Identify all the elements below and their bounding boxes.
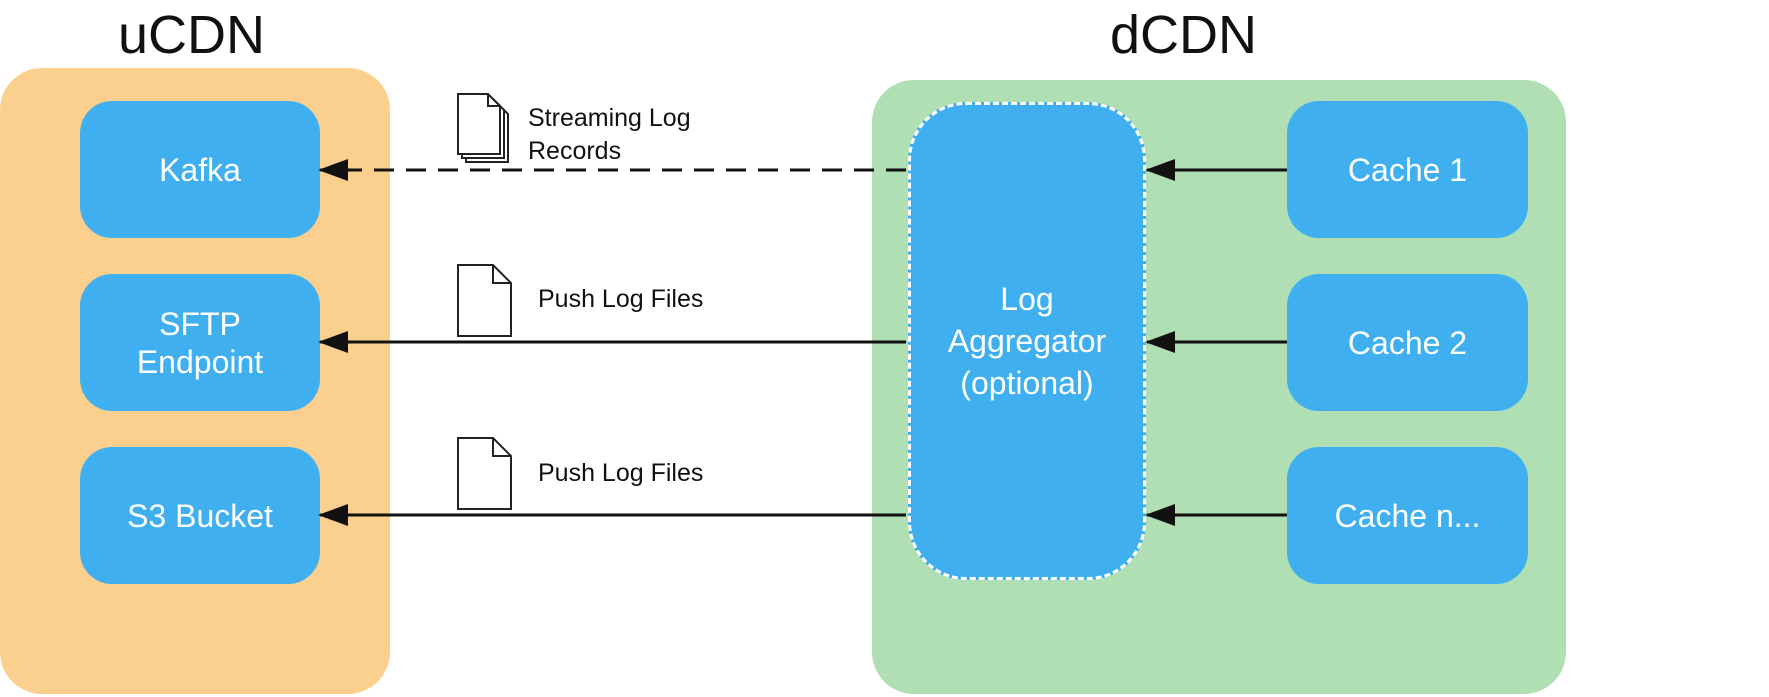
- s3-bucket-label: S3 Bucket: [127, 497, 273, 534]
- cache-2-node: Cache 2: [1287, 274, 1528, 411]
- document-icon: [457, 264, 512, 337]
- dcdn-title: dCDN: [1110, 5, 1258, 65]
- sftp-endpoint-label: SFTP Endpoint: [136, 305, 264, 380]
- s3-bucket-node: S3 Bucket: [80, 447, 320, 584]
- cache-n-label: Cache n...: [1334, 497, 1481, 534]
- log-aggregator-label: Log Aggregator (optional): [947, 281, 1107, 401]
- sftp-push-label: Push Log Files: [538, 285, 704, 313]
- kafka-label: Kafka: [159, 151, 241, 188]
- document-icon: [457, 437, 512, 510]
- cache-1-label: Cache 1: [1347, 151, 1468, 188]
- streaming-log-label: Streaming Log Records: [528, 104, 691, 165]
- cache-1-node: Cache 1: [1287, 101, 1528, 238]
- ucdn-title: uCDN: [118, 5, 266, 65]
- cache-2-label: Cache 2: [1347, 324, 1468, 361]
- kafka-node: Kafka: [80, 101, 320, 238]
- s3-push-label: Push Log Files: [538, 459, 704, 487]
- cache-n-node: Cache n...: [1287, 447, 1528, 584]
- sftp-endpoint-node: SFTP Endpoint: [80, 274, 320, 411]
- document-stack-icon: [457, 93, 509, 163]
- log-aggregator-node: Log Aggregator (optional): [908, 102, 1146, 580]
